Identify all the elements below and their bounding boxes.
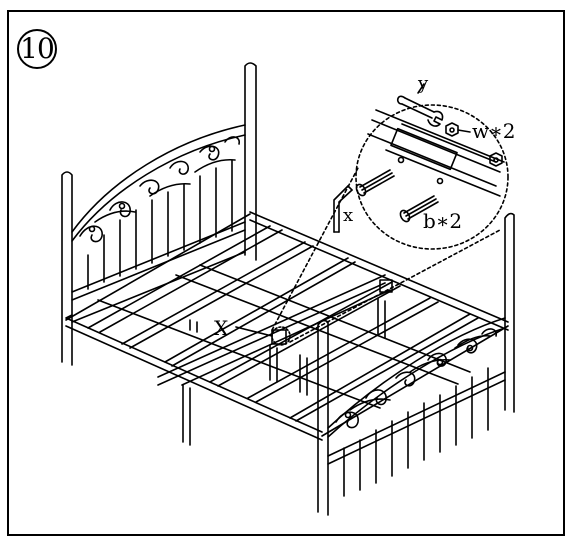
label-joint-X: X: [214, 316, 229, 340]
wrench-icon: [396, 95, 444, 127]
nut-icon: [489, 152, 503, 167]
nut-icon: [445, 122, 459, 137]
side-rails: [65, 211, 509, 446]
diagram-frame: [7, 10, 565, 536]
bolt-icon: [399, 195, 439, 223]
label-bolt-b: b∗2: [423, 209, 463, 233]
label-nut-w: w∗2: [472, 119, 516, 143]
bolt-icon: [355, 169, 395, 197]
step-number-badge: 10: [17, 29, 57, 69]
detail-callout: [235, 83, 509, 346]
allen-key-icon: [333, 185, 353, 233]
label-allen-key-x: x: [343, 205, 354, 226]
label-wrench-y: y: [418, 73, 429, 94]
footboard: [317, 212, 515, 516]
